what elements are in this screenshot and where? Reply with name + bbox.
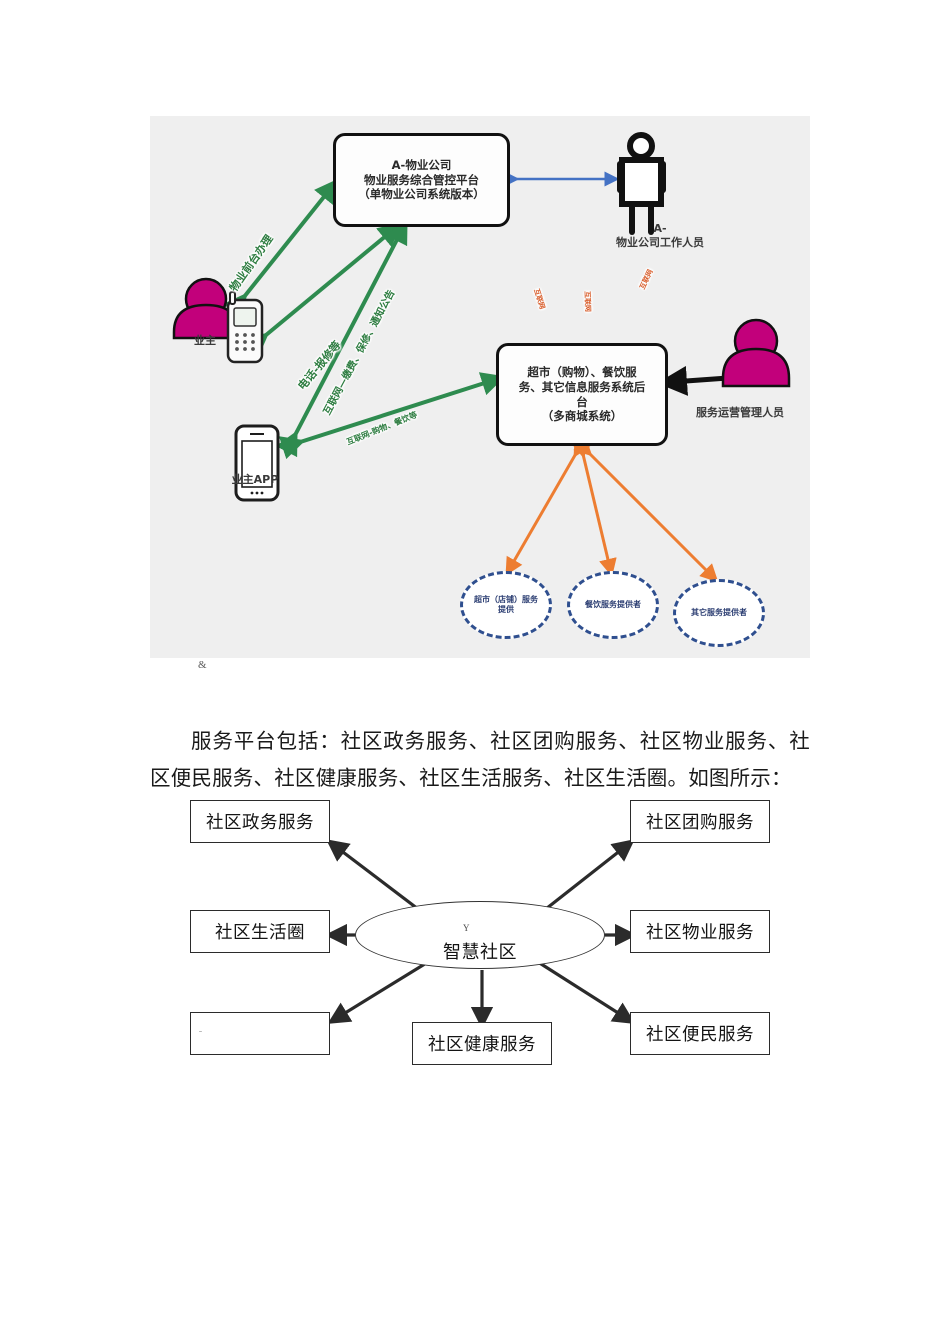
figure1-connectors [172, 132, 791, 583]
owner-app-caption: 业主APP [231, 473, 279, 486]
ops-manager-person-icon [721, 318, 791, 388]
center-ellipse [355, 901, 605, 969]
node-community-government-service: 社区政务服务 [190, 800, 330, 843]
ops-manager-caption: 服务运营管理人员 [696, 406, 784, 419]
edge-center-to-conv [537, 960, 636, 1025]
mall-backend-line-3: 台 [576, 394, 588, 409]
service-platform-paragraph: 服务平台包括：社区政务服务、社区团购服务、社区物业服务、社区便民服务、社区健康服… [150, 730, 810, 790]
provider-node-catering: 餐饮服务提供者 [567, 571, 659, 639]
center-label: 智慧社区 [443, 942, 517, 962]
edge-center-to-group [541, 839, 635, 914]
property-platform-box: A-物业公司 物业服务综合管控平台 （单物业公司系统版本） [333, 133, 510, 227]
node-community-health-service: 社区健康服务 [412, 1022, 552, 1065]
property-platform-line-3: （单物业公司系统版本） [358, 187, 485, 202]
mall-backend-line-1: 超市（购物）、餐饮服 [527, 365, 637, 380]
edge-center-to-gov [326, 839, 423, 914]
arrow-mall-to-provider-3 [573, 437, 719, 583]
mall-backend-line-2: 务、其它信息服务系统后 [518, 379, 646, 394]
staff-caption: A- 物业公司工作人员 [565, 222, 755, 250]
owner-person-icon [172, 277, 240, 340]
figure1-artifact-mark: & [198, 659, 207, 671]
owner-caption: 业主 [194, 334, 216, 347]
smart-community-diagram: Y 智慧社区 社区政务服务 社区团购服务 社区生活圈 社区物业服务 ˉ 社区健康… [150, 790, 810, 1075]
arrow-app-to-platform [275, 219, 408, 458]
arrow-label-internet-provider-2: 互联网 [583, 290, 592, 313]
mall-backend-box: 超市（购物）、餐饮服 务、其它信息服务系统后 台 （多商城系统） [496, 343, 668, 446]
property-platform-line-2: 物业服务综合管控平台 [364, 172, 479, 187]
node-community-property-service: 社区物业服务 [630, 910, 770, 953]
provider-node-other: 其它服务提供者 [673, 579, 765, 647]
feature-phone-icon [226, 291, 264, 364]
figure2-connectors [324, 839, 638, 1030]
architecture-diagram: A-物业公司 物业服务综合管控平台 （单物业公司系统版本） 超市（购物）、餐饮服… [150, 116, 810, 658]
edge-center-to-blank [327, 960, 429, 1024]
smartphone-icon [234, 424, 280, 502]
node-community-convenience-service: 社区便民服务 [630, 1012, 770, 1055]
staff-caption-line-1: A- [653, 222, 667, 235]
staff-caption-line-2: 物业公司工作人员 [616, 235, 704, 249]
mall-backend-line-4: （多商城系统） [541, 409, 623, 424]
arrow-ops-to-mall [657, 365, 729, 396]
center-marker: Y [463, 923, 470, 933]
property-platform-line-1: A-物业公司 [391, 157, 452, 172]
provider-node-supermarket: 超市（店铺）服务提供 [460, 571, 552, 639]
node-community-group-buying-service: 社区团购服务 [630, 800, 770, 843]
node-community-life-circle: 社区生活圈 [190, 910, 330, 953]
arrow-mall-to-provider-1 [505, 437, 591, 576]
arrow-app-to-mall [278, 372, 506, 460]
staff-person-icon [617, 132, 666, 235]
node-blank: ˉ [190, 1012, 330, 1055]
